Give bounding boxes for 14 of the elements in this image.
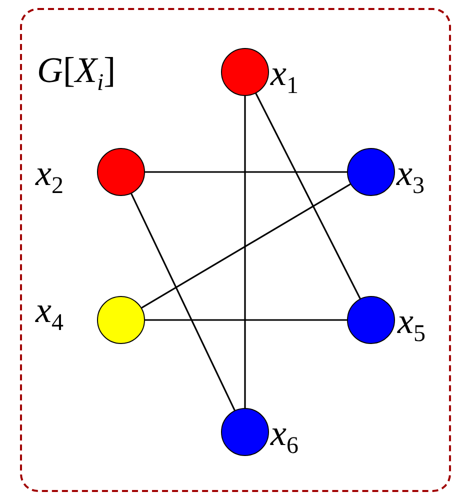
vertex-label: x$_{6}$ — [270, 414, 298, 458]
connector-line — [244, 96, 246, 408]
subgraph-frame — [20, 8, 451, 492]
vertex-label: x$_{5}$ — [398, 302, 426, 346]
vertex-label: x$_{1}$ — [270, 54, 298, 98]
connector-line — [255, 93, 361, 299]
connector-line — [145, 171, 347, 173]
vertex-label: x$_{3}$ — [396, 154, 424, 198]
vertex-label: x$_{4}$ — [36, 292, 64, 335]
vertex-label: x$_{2}$ — [36, 154, 64, 198]
connector-line — [145, 319, 347, 321]
subgraph-title: G[X$_{i}$] — [37, 52, 116, 96]
connector-line — [141, 184, 351, 308]
connector-line — [130, 193, 236, 411]
